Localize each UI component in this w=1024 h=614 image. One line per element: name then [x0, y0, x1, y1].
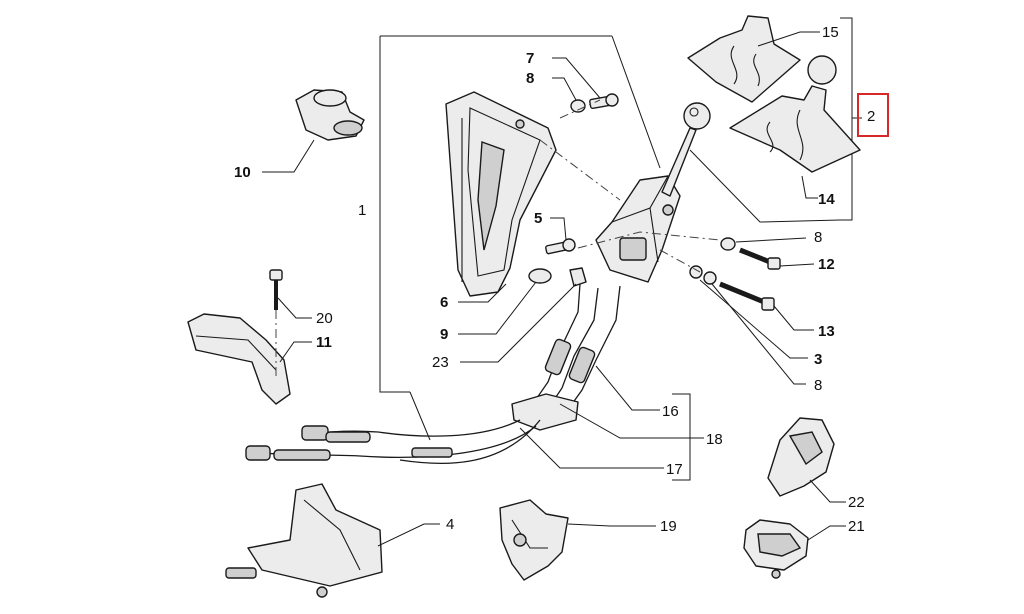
callout-22[interactable]: 22 [848, 494, 865, 511]
clip-21 [743, 519, 809, 579]
leader-3 [699, 279, 808, 359]
callout-23[interactable]: 23 [432, 354, 449, 371]
leader-23 [460, 283, 577, 363]
leader-21 [807, 525, 846, 541]
gear-lever-assembly [595, 102, 711, 283]
callout-4[interactable]: 4 [446, 516, 454, 533]
leader-frame-top [611, 35, 661, 169]
nut-9 [528, 268, 552, 284]
callout-15[interactable]: 15 [822, 24, 839, 41]
assembly-line-a [559, 99, 601, 119]
washer-8-top [570, 99, 586, 113]
callout-16[interactable]: 16 [662, 403, 679, 420]
gear-boot-15 [687, 15, 801, 103]
callout-6[interactable]: 6 [440, 294, 448, 311]
leader-19 [567, 523, 656, 527]
washer-8-right-upper [720, 237, 736, 251]
leader-5 [550, 217, 567, 241]
leader-16 [595, 365, 660, 411]
leader-frame-2 [689, 149, 841, 223]
callout-11[interactable]: 11 [316, 334, 332, 351]
leader-11 [279, 341, 312, 363]
leader-9 [458, 281, 537, 335]
leader-20 [277, 297, 312, 319]
leader-18 [559, 403, 704, 439]
callout-21[interactable]: 21 [848, 518, 865, 535]
leader-22 [809, 479, 846, 503]
lever-11 [187, 313, 291, 405]
leader-4 [377, 523, 440, 547]
callout-20[interactable]: 20 [316, 310, 333, 327]
callout-19[interactable]: 19 [660, 518, 677, 535]
callout-18[interactable]: 18 [706, 431, 723, 448]
washer-3 [689, 265, 703, 279]
assembly-line-d [659, 249, 701, 273]
group-frame-1 [379, 36, 410, 393]
bolt-20 [269, 269, 283, 310]
leader-6 [458, 283, 507, 303]
leader-8-right [735, 237, 807, 243]
bolt-7 [589, 93, 619, 110]
mount-19 [499, 499, 569, 581]
callout-13[interactable]: 13 [818, 323, 835, 340]
callout-5[interactable]: 5 [534, 210, 542, 227]
leader-14 [801, 175, 818, 199]
callout-1[interactable]: 1 [358, 202, 366, 219]
clip-22 [767, 417, 835, 497]
callout-10[interactable]: 10 [234, 164, 251, 181]
leader-8-top [552, 77, 577, 101]
mounting-bracket [445, 91, 557, 297]
callout-17[interactable]: 17 [666, 461, 683, 478]
leader-10 [262, 139, 315, 173]
leader-12 [779, 263, 815, 267]
group-frame-18 [672, 393, 691, 481]
gear-knob-boot-14 [729, 55, 861, 173]
leader-15 [757, 31, 820, 47]
assembly-line-b [539, 139, 621, 201]
bolt-5 [545, 238, 576, 255]
support-bracket-4 [225, 483, 383, 598]
gear-cables [245, 283, 621, 465]
callout-2[interactable]: 2 [867, 108, 875, 125]
callout-12[interactable]: 12 [818, 256, 835, 273]
clip-23 [569, 267, 587, 287]
bolt-13 [719, 281, 775, 311]
group-frame-2 [840, 17, 853, 221]
leader-8-bottom [711, 283, 806, 385]
leader-7 [552, 57, 601, 99]
bush-10 [295, 89, 365, 141]
callout-8-top[interactable]: 8 [526, 70, 534, 87]
callout-8-bottom[interactable]: 8 [814, 377, 822, 394]
callout-3[interactable]: 3 [814, 351, 822, 368]
callout-9[interactable]: 9 [440, 326, 448, 343]
callout-7[interactable]: 7 [526, 50, 534, 67]
washer-8-right-lower [703, 271, 717, 285]
callout-2-highlight [857, 93, 889, 137]
leader-1-frame-cable [409, 391, 431, 441]
leader-17 [519, 427, 664, 469]
callout-8-right[interactable]: 8 [814, 229, 822, 246]
leader-13 [773, 305, 814, 331]
callout-14[interactable]: 14 [818, 191, 835, 208]
bolt-12 [739, 247, 781, 270]
assembly-line-c [577, 231, 721, 249]
